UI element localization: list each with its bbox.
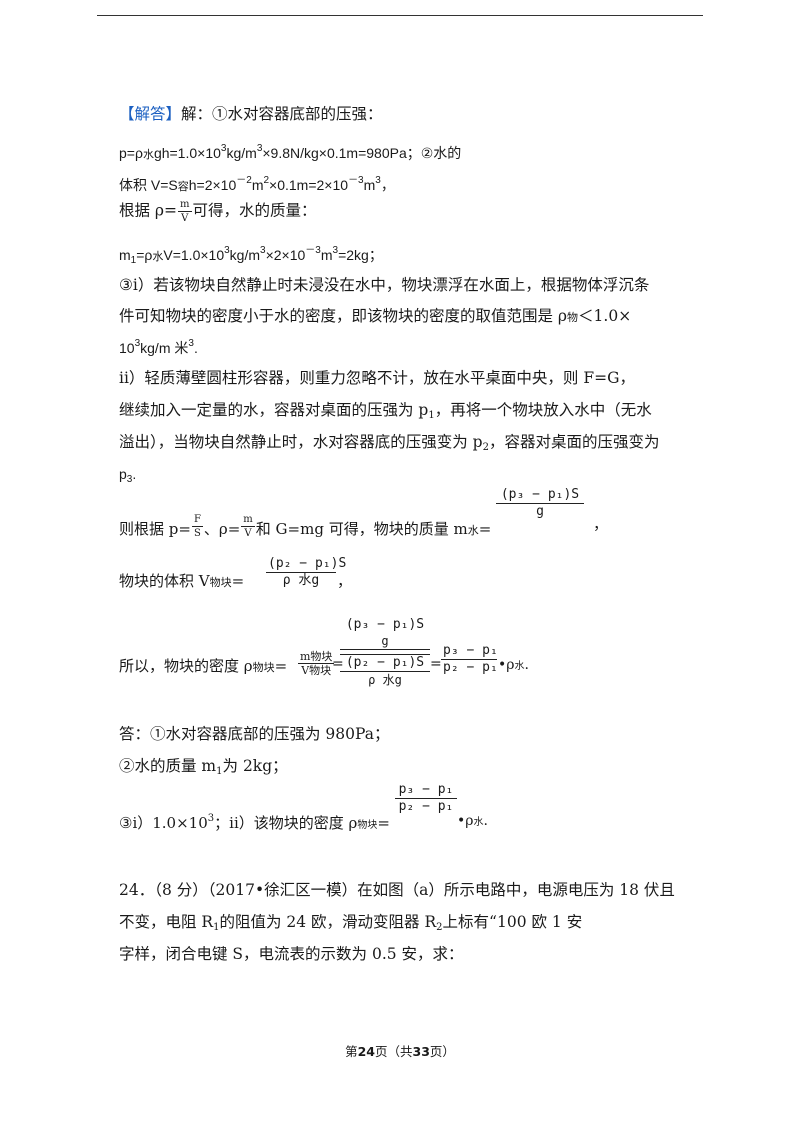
part-i-line-3: 103kg/m 米3. <box>119 338 198 357</box>
answer-summary-3: ③i）1.0×103；ii）该物块的密度 ρ物块= <box>119 813 390 833</box>
volume-line: 体积 V=S容h=2×10－2m2×0.1m=2×10－3m3， <box>119 175 395 194</box>
part-ii-line-4: p3. <box>119 466 137 485</box>
volume-derivation-line: 物块的体积 V物块= <box>119 572 245 590</box>
answer-summary-1: 答：①水对容器底部的压强为 980Pa； <box>119 725 390 743</box>
part-ii-line-1: ii）轻质薄壁圆柱形容器，则重力忽略不计，放在水平桌面中央，则 F=G， <box>119 369 635 387</box>
answer-tag: 【解答】 <box>119 105 182 123</box>
part-i-line-1: ③i）若该物块自然静止时未浸没在水中，物块漂浮在水面上，根据物体浮沉条 <box>119 276 650 294</box>
answer-heading: 【解答】解：①水对容器底部的压强： <box>119 105 383 123</box>
mass-line: m1=ρ水V=1.0×103kg/m3×2×10－3m3=2kg； <box>119 245 383 266</box>
page-footer: 第24页（共33页） <box>345 1044 455 1059</box>
question-24-line-2: 不变，电阻 R1的阻值为 24 欧，滑动变阻器 R2上标有“100 欧 1 安 <box>119 913 583 933</box>
pressure-line: p=ρ水gh=1.0×103kg/m3×9.8N/kg×0.1m=980Pa；②… <box>119 143 462 162</box>
big-compound-fraction: (p₃ − p₁)S g (p₂ − p₁)S ρ 水g <box>340 617 430 688</box>
answer-summary-2: ②水的质量 m1为 2kg； <box>119 757 288 777</box>
density-derivation-line: 所以，物块的密度 ρ物块= <box>119 657 288 675</box>
question-24-line-3: 字样，闭合电键 S，电流表的示数为 0.5 安，求： <box>119 945 464 963</box>
part-i-line-2: 件可知物块的密度小于水的密度，即该物块的密度的取值范围是 ρ物＜1.0× <box>119 307 632 325</box>
header-rule <box>97 15 703 16</box>
question-24-line-1: 24．（8 分）（2017•徐汇区一模）在如图（a）所示电路中，电源电压为 18… <box>119 881 675 899</box>
part-ii-line-3: 溢出），当物块自然静止时，水对容器底的压强变为 p2，容器对桌面的压强变为 <box>119 433 660 453</box>
part-ii-line-2: 继续加入一定量的水，容器对桌面的压强为 p1，再将一个物块放入水中（无水 <box>119 401 652 421</box>
